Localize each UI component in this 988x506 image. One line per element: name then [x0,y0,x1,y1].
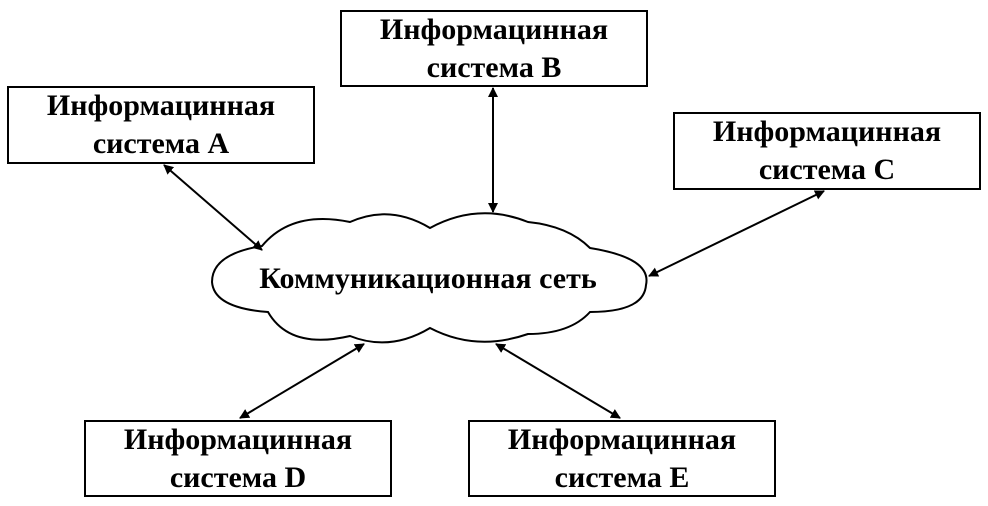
system-c-line2: система С [758,153,896,186]
system-a-box: Информацинная система А [7,86,315,164]
network-label: Коммуникационная сеть [259,262,597,295]
system-e-box: Информацинная система Е [468,420,776,497]
system-a-line2: система А [92,127,230,160]
system-e-line2: система Е [554,460,690,494]
system-b-box: Информацинная система В [340,10,648,87]
arrow-network-e [495,343,621,419]
system-a-line1: Информацинная [46,89,276,122]
system-b-line2: система В [426,50,562,84]
arrow-network-d [239,343,365,419]
arrow-network-a [163,164,263,251]
system-c-line1: Информацинная [712,115,942,148]
arrow-network-c [648,190,825,277]
system-e-line1: Информацинная [507,422,737,456]
system-d-line1: Информацинная [123,422,353,456]
system-b-line1: Информацинная [379,12,609,46]
system-d-line2: система D [169,460,307,494]
system-c-box: Информацинная система С [673,112,981,190]
system-d-box: Информацинная система D [84,420,392,497]
network-cloud [210,212,648,344]
